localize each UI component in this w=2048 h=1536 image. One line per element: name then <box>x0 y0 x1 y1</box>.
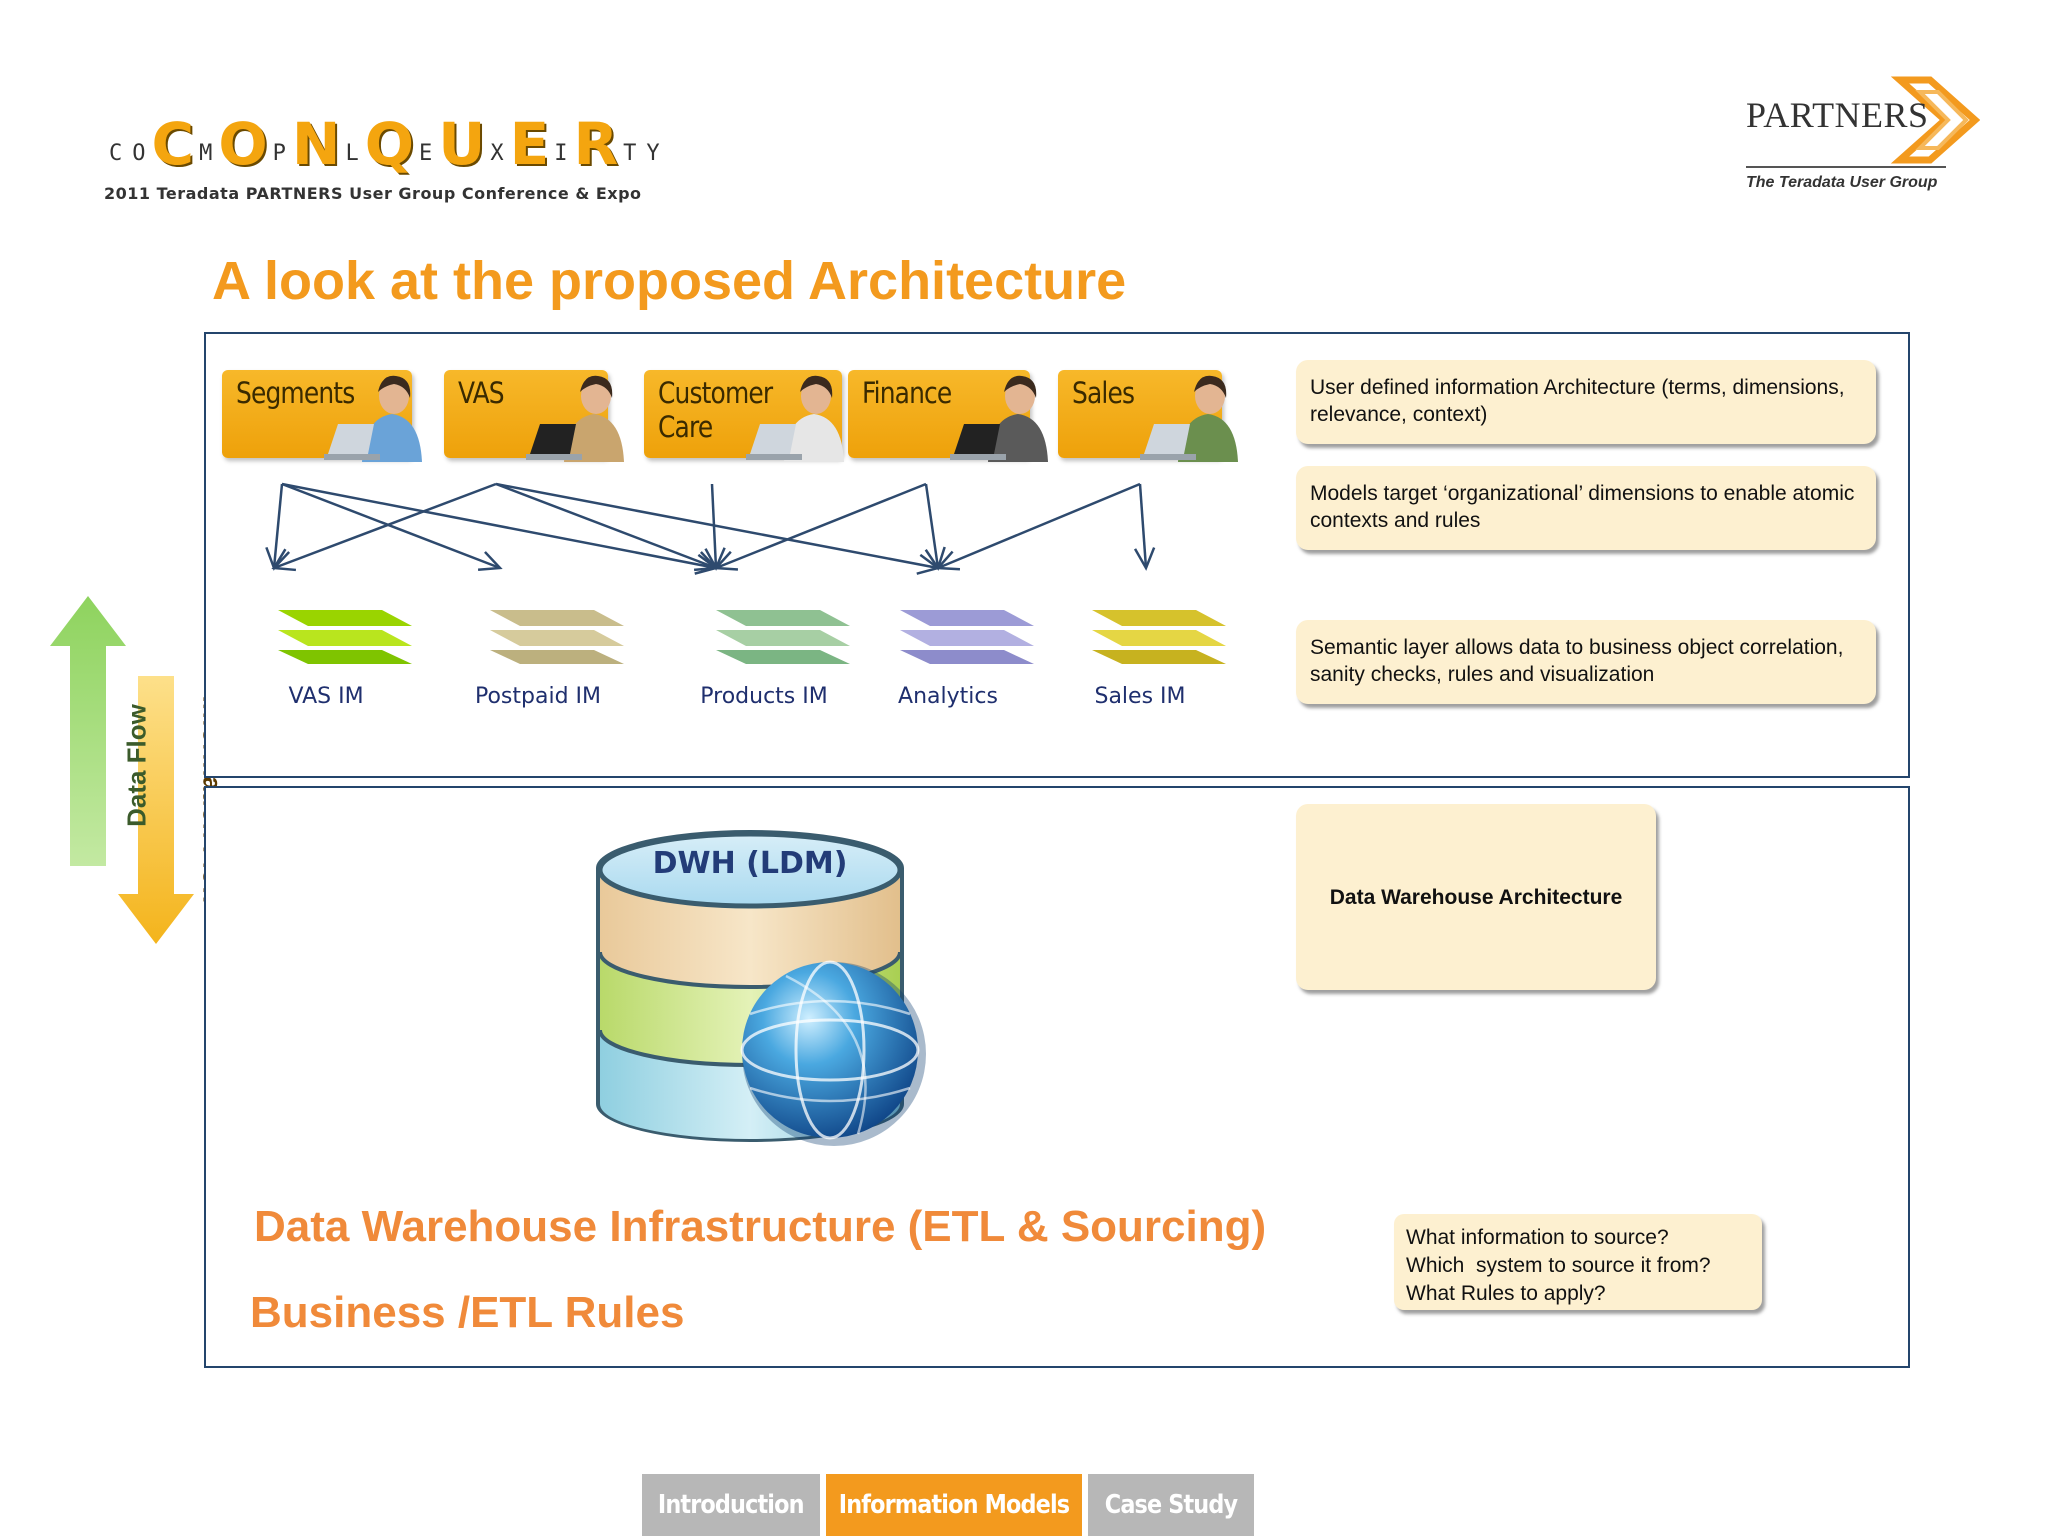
person-at-laptop-icon <box>1140 375 1238 462</box>
wordmark-letter: T <box>623 141 637 166</box>
callout-text: Semantic layer allows data to business o… <box>1310 636 1844 686</box>
department-label: Sales <box>1072 376 1135 410</box>
wordmark-letter: E <box>509 110 550 178</box>
stacked-layers-icon <box>490 610 624 664</box>
sourcing-question: Which system to source it from? <box>1406 1254 1711 1277</box>
callout-models-target: Models target ‘organizational’ dimension… <box>1296 466 1876 550</box>
flow-arrows: Data Flow Information Flow <box>48 590 228 950</box>
partners-tagline: The Teradata User Group <box>1746 174 1938 191</box>
page-title: A look at the proposed Architecture <box>212 251 1127 311</box>
wordmark-letter: N <box>291 110 341 178</box>
department-5: Sales <box>1058 368 1262 464</box>
person-at-laptop-icon <box>526 375 624 462</box>
partners-divider <box>1746 166 1946 168</box>
dwh-label: DWH (LDM) <box>652 846 848 881</box>
callout-text: Models target ‘organizational’ dimension… <box>1310 482 1855 532</box>
wordmark-letter: U <box>438 110 485 178</box>
database-icon <box>596 830 926 1146</box>
wordmark-letter: O <box>218 110 267 178</box>
wordmark-letter: I <box>554 141 568 166</box>
person-at-laptop-icon <box>324 375 422 462</box>
information-model-2: Postpaid IM <box>448 600 628 720</box>
data-flow-label: Data Flow <box>121 704 152 827</box>
callout-semantic-layer: Semantic layer allows data to business o… <box>1296 620 1876 704</box>
stacked-layers-icon <box>900 610 1034 664</box>
section-tabs: Introduction Information Models Case Stu… <box>642 1474 1254 1536</box>
wordmark-letter: X <box>490 141 504 166</box>
department-label: Segments <box>236 376 355 410</box>
department-1: Segments <box>222 368 452 464</box>
dwh-database: DWH (LDM) <box>590 818 930 1168</box>
callout-user-defined-architecture: User defined information Architecture (t… <box>1296 360 1876 444</box>
wordmark-letter: P <box>272 141 286 166</box>
department-label: VAS <box>458 376 505 410</box>
department-label: Customer Care <box>658 376 773 444</box>
conference-subtitle: 2011 Teradata PARTNERS User Group Confer… <box>104 184 642 203</box>
sourcing-question: What Rules to apply? <box>1406 1282 1606 1305</box>
information-model-1: VAS IM <box>236 600 416 720</box>
sourcing-question: What information to source? <box>1406 1226 1669 1249</box>
wordmark-letter: Y <box>646 141 660 166</box>
information-model-5: Sales IM <box>1050 600 1230 720</box>
globe-icon <box>740 960 926 1146</box>
infrastructure-heading: Data Warehouse Infrastructure (ETL & Sou… <box>254 1202 1267 1251</box>
department-4: Finance <box>848 368 1070 464</box>
information-model-label: Products IM <box>700 684 828 709</box>
wordmark-letter: M <box>199 141 213 166</box>
wordmark-letter: E <box>419 141 433 166</box>
tab-label: Introduction <box>658 1490 805 1520</box>
wordmark-letter: C <box>151 110 195 178</box>
tab-label: Case Study <box>1104 1490 1238 1520</box>
person-at-laptop-icon <box>746 375 844 462</box>
information-flow-arrow-down-icon <box>118 676 194 944</box>
information-model-3: Products IM <box>674 600 854 720</box>
wordmark-letter: O <box>132 141 146 166</box>
department-2: VAS <box>444 368 648 464</box>
information-model-4: Analytics <box>858 600 1038 720</box>
wordmark-letter: L <box>345 141 359 166</box>
callout-dwh-architecture: Data Warehouse Architecture <box>1296 804 1656 990</box>
wordmark-letter: R <box>573 110 618 178</box>
tab-label: Information Models <box>838 1490 1070 1520</box>
flow-arrows-graphic <box>50 596 194 944</box>
stacked-layers-icon <box>278 610 412 664</box>
partners-logo: PARTNERS The Teradata User Group <box>1740 70 1980 200</box>
partners-wordmark: PARTNERS <box>1746 95 1929 135</box>
wordmark-letter: C <box>109 141 123 166</box>
department-label: Finance <box>862 376 952 410</box>
stacked-layers-icon <box>1092 610 1226 664</box>
person-at-laptop-icon <box>950 375 1048 462</box>
tab-case-study[interactable]: Case Study <box>1088 1474 1254 1536</box>
callout-sourcing-questions: What information to source? Which system… <box>1394 1214 1762 1310</box>
business-rules-heading: Business /ETL Rules <box>250 1288 685 1337</box>
information-model-label: Postpaid IM <box>474 684 602 709</box>
tab-introduction[interactable]: Introduction <box>642 1474 820 1536</box>
data-flow-arrow-up-icon <box>50 596 126 866</box>
information-model-label: VAS IM <box>288 684 364 709</box>
callout-text: Data Warehouse Architecture <box>1329 885 1623 909</box>
stacked-layers-icon <box>716 610 850 664</box>
information-model-label: Analytics <box>898 684 998 709</box>
callout-text: User defined information Architecture (t… <box>1310 376 1845 426</box>
tab-information-models[interactable]: Information Models <box>826 1474 1082 1536</box>
department-3: Customer Care <box>644 368 882 464</box>
chevron-logo-icon <box>1890 76 1980 164</box>
information-model-label: Sales IM <box>1094 684 1186 709</box>
wordmark-letter: Q <box>364 110 414 178</box>
